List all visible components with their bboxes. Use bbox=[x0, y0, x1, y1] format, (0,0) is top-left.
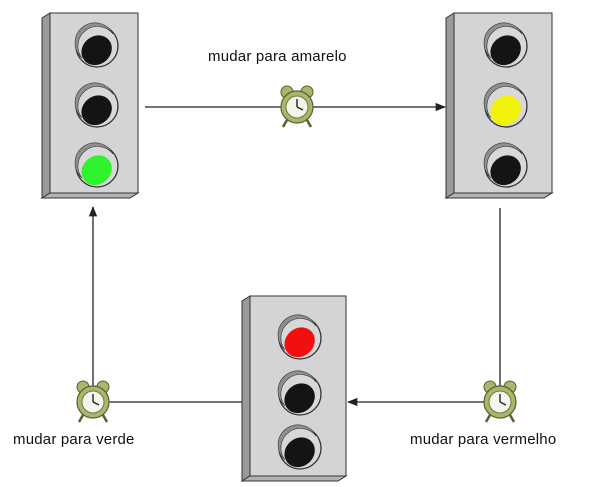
transition-label-to-red: mudar para vermelho bbox=[410, 431, 557, 448]
traffic-light-red bbox=[240, 295, 348, 482]
traffic-light-green bbox=[40, 12, 140, 199]
transition-label-to-yellow: mudar para amarelo bbox=[208, 48, 347, 65]
alarm-clock-icon bbox=[483, 380, 517, 423]
alarm-clock-icon bbox=[76, 380, 110, 423]
connector-red-to-green bbox=[88, 205, 242, 403]
green-lens-icon bbox=[74, 142, 119, 188]
yellow-lens-icon bbox=[483, 82, 528, 128]
transition-label-to-green: mudar para verde bbox=[13, 431, 135, 448]
red-lens-icon bbox=[277, 314, 322, 360]
alarm-clock-icon bbox=[280, 85, 314, 128]
connector-yellow-to-red bbox=[346, 208, 501, 407]
traffic-light-yellow bbox=[444, 12, 554, 199]
